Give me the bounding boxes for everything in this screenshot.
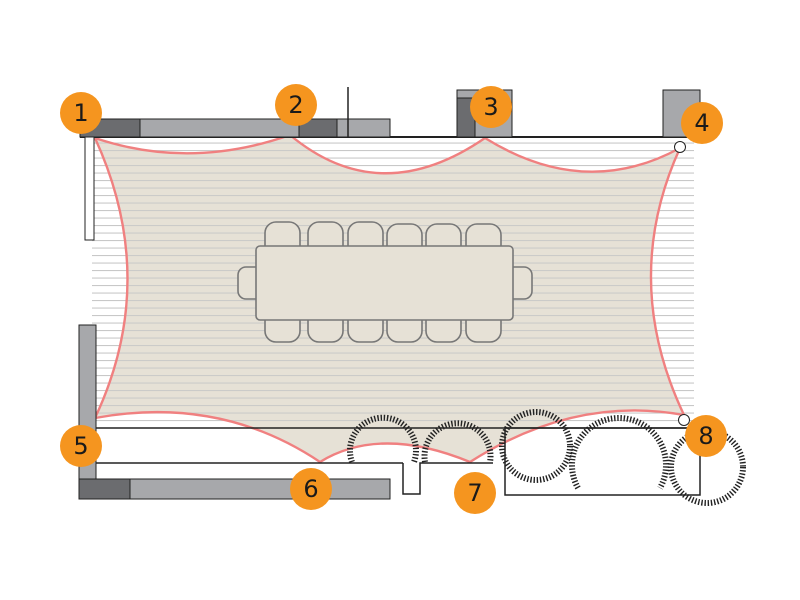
anchor-marker-8: 8: [685, 415, 727, 457]
plant-arc: [569, 415, 669, 490]
anchor-marker-1: 1: [60, 92, 102, 134]
anchor-marker-2: 2: [275, 84, 317, 126]
anchor-ring: [674, 141, 686, 153]
dining-table: [255, 245, 514, 321]
anchor-marker-4: 4: [681, 102, 723, 144]
anchor-marker-5: 5: [60, 425, 102, 467]
anchor-ring: [678, 414, 690, 426]
anchor-marker-7: 7: [454, 472, 496, 514]
dining-set: [237, 221, 533, 343]
plant-arc: [421, 420, 494, 463]
plant: [668, 428, 746, 506]
anchor-marker-6: 6: [290, 468, 332, 510]
plants: [347, 409, 746, 506]
plant: [499, 409, 573, 483]
anchor-marker-3: 3: [470, 86, 512, 128]
